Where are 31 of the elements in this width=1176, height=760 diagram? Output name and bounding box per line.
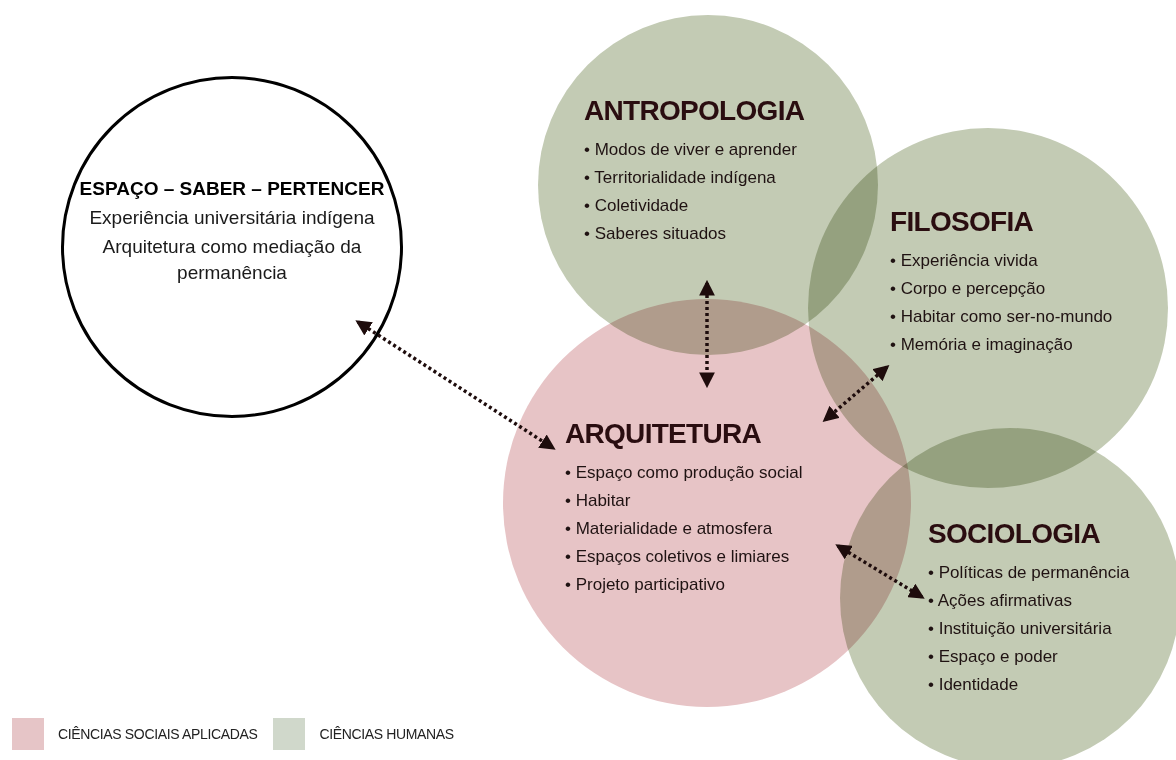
bullet-item: • Experiência vivida xyxy=(890,250,1038,272)
circle-heading: SOCIOLOGIA xyxy=(928,517,1100,551)
bullet-item: • Territorialidade indígena xyxy=(584,167,776,189)
bullet-item: • Habitar como ser-no-mundo xyxy=(890,306,1113,328)
circle-text: Experiência universitária indígena xyxy=(88,205,376,230)
bullet-item: • Materialidade e atmosfera xyxy=(565,518,773,540)
circle-heading: ESPAÇO – SABER – PERTENCER xyxy=(79,177,385,201)
bullet-item: • Espaços coletivos e limiares xyxy=(565,546,790,568)
bullet-item: • Ações afirmativas xyxy=(928,590,1072,612)
bullet-item: • Saberes situados xyxy=(584,223,727,245)
bullet-item: • Espaço como produção social xyxy=(565,462,803,484)
dotted-arrow xyxy=(699,279,715,389)
legend-text: CIÊNCIAS HUMANAS xyxy=(319,724,454,744)
bullet-item: • Corpo e percepção xyxy=(890,278,1046,300)
dotted-arrow xyxy=(355,320,556,450)
circle-heading: ARQUITETURA xyxy=(565,417,762,451)
dotted-arrow xyxy=(822,364,890,423)
bullet-item: • Instituição universitária xyxy=(928,618,1112,640)
dotted-arrow xyxy=(835,544,925,599)
bullet-item: • Habitar xyxy=(565,490,631,512)
bullet-item: • Memória e imaginação xyxy=(890,334,1073,356)
circle-heading: ANTROPOLOGIA xyxy=(584,94,805,128)
bullet-item: • Identidade xyxy=(928,674,1019,696)
bullet-item: • Coletividade xyxy=(584,195,689,217)
bullet-item: • Modos de viver e aprender xyxy=(584,139,797,161)
circle-text: Arquitetura como mediação da permanência xyxy=(101,235,363,286)
circle-heading: FILOSOFIA xyxy=(890,205,1034,239)
bullet-item: • Projeto participativo xyxy=(565,574,725,596)
bullet-item: • Políticas de permanência xyxy=(928,562,1130,584)
legend-text: CIÊNCIAS SOCIAIS APLICADAS xyxy=(58,724,258,744)
bullet-item: • Espaço e poder xyxy=(928,646,1058,668)
